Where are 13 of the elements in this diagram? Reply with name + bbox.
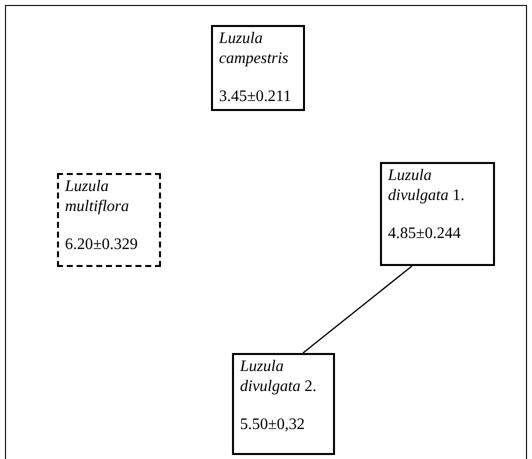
species-name: Luzula divulgata 1.	[388, 166, 466, 206]
measurement-value: 6.20±0.329	[65, 235, 139, 255]
species-name: Luzula multiflora	[65, 177, 130, 217]
species-box	[57, 173, 161, 267]
measurement-value: 5.50±0,32	[240, 415, 306, 435]
measurement-value: 4.85±0.244	[388, 224, 462, 244]
species-box	[211, 25, 305, 111]
species-name: Luzula divulgata 2.	[240, 357, 318, 397]
connector-line	[302, 266, 412, 354]
species-name: Luzula campestris	[219, 29, 290, 69]
species-box	[380, 162, 495, 266]
measurement-value: 3.45±0.211	[219, 87, 292, 107]
species-box	[232, 353, 335, 455]
